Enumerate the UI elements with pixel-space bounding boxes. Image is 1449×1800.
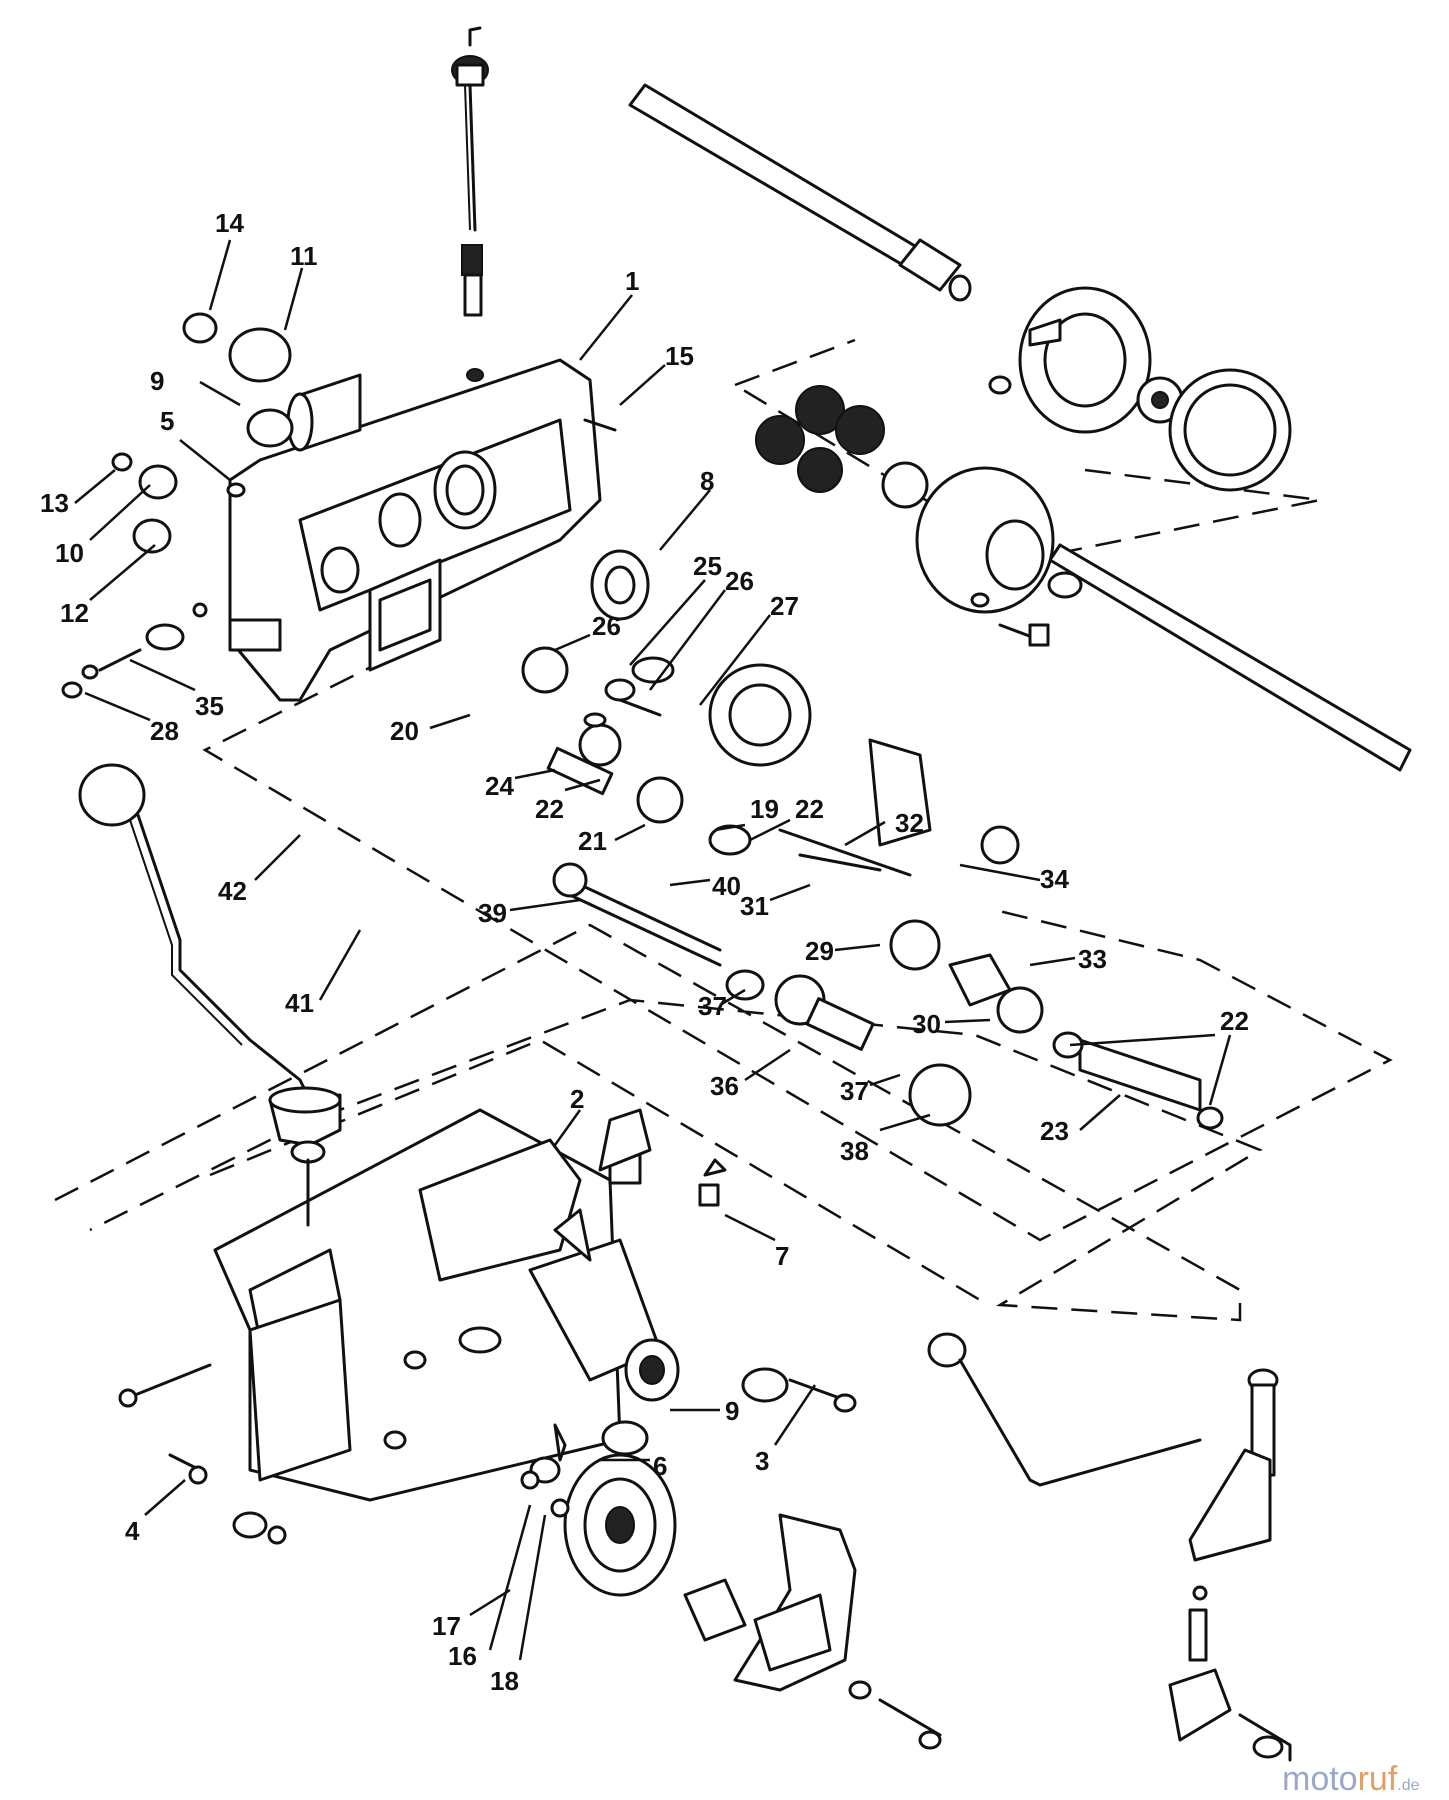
callout-36: 36 bbox=[710, 1071, 739, 1101]
callout-22-b: 22 bbox=[795, 794, 824, 824]
callout-6: 6 bbox=[653, 1451, 667, 1481]
callout-32: 32 bbox=[895, 808, 924, 838]
differential-assembly bbox=[755, 286, 1292, 647]
callout-5: 5 bbox=[160, 406, 174, 436]
callout-10: 10 bbox=[55, 538, 84, 568]
callout-9-top: 9 bbox=[150, 366, 164, 396]
callout-14: 14 bbox=[215, 208, 244, 238]
callout-42: 42 bbox=[218, 876, 247, 906]
callout-2: 2 bbox=[570, 1084, 584, 1114]
callout-15: 15 bbox=[665, 341, 694, 371]
shift-lever-left bbox=[78, 763, 342, 1227]
callout-9-bottom: 9 bbox=[725, 1396, 739, 1426]
callout-21: 21 bbox=[578, 826, 607, 856]
callout-25: 25 bbox=[693, 551, 722, 581]
callout-39: 39 bbox=[478, 898, 507, 928]
callout-23: 23 bbox=[1040, 1116, 1069, 1146]
callout-31: 31 bbox=[740, 891, 769, 921]
callout-1: 1 bbox=[625, 266, 639, 296]
callout-38: 38 bbox=[840, 1136, 869, 1166]
callout-34: 34 bbox=[1040, 864, 1069, 894]
watermark-part-b: ruf bbox=[1358, 1760, 1398, 1798]
callout-19: 19 bbox=[750, 794, 779, 824]
callout-17: 17 bbox=[432, 1611, 461, 1641]
transmission-case-lower bbox=[213, 1108, 680, 1502]
callout-40: 40 bbox=[712, 871, 741, 901]
callout-leaders bbox=[74, 239, 1232, 1661]
callout-33: 33 bbox=[1078, 944, 1107, 974]
callout-16: 16 bbox=[448, 1641, 477, 1671]
callout-41: 41 bbox=[285, 988, 314, 1018]
callout-22-a: 22 bbox=[535, 794, 564, 824]
callout-28: 28 bbox=[150, 716, 179, 746]
callout-26-b: 26 bbox=[725, 566, 754, 596]
callout-30: 30 bbox=[912, 1009, 941, 1039]
callout-7: 7 bbox=[775, 1241, 789, 1271]
callout-labels: 1 2 3 4 5 6 7 8 9 9 10 11 12 13 14 15 16… bbox=[40, 208, 1249, 1696]
dipstick-assembly bbox=[451, 26, 489, 317]
callout-24: 24 bbox=[485, 771, 514, 801]
callout-20: 20 bbox=[390, 716, 419, 746]
callout-22-c: 22 bbox=[1220, 1006, 1249, 1036]
callout-37-b: 37 bbox=[840, 1076, 869, 1106]
callout-35: 35 bbox=[195, 691, 224, 721]
callout-26-a: 26 bbox=[592, 611, 621, 641]
svg-text:motoruf.de: motoruf.de bbox=[1282, 1760, 1420, 1798]
watermark-part-a: moto bbox=[1282, 1760, 1358, 1798]
left-small-parts bbox=[61, 312, 650, 699]
shift-lever-right bbox=[927, 1332, 1292, 1762]
axle-shaft bbox=[628, 83, 1412, 772]
callout-27: 27 bbox=[770, 591, 799, 621]
callout-29: 29 bbox=[805, 936, 834, 966]
transmission-case-upper bbox=[228, 358, 602, 702]
callout-18: 18 bbox=[490, 1666, 519, 1696]
callout-37-a: 37 bbox=[698, 991, 727, 1021]
callout-13: 13 bbox=[40, 488, 69, 518]
callout-11: 11 bbox=[290, 241, 318, 271]
callout-12: 12 bbox=[60, 598, 89, 628]
watermark-logo: motoruf.de bbox=[1282, 1760, 1420, 1798]
gear-train bbox=[521, 646, 1224, 1130]
lower-small-parts bbox=[118, 1158, 857, 1545]
brake-assembly bbox=[563, 1453, 942, 1750]
callout-8: 8 bbox=[700, 466, 714, 496]
callout-4: 4 bbox=[125, 1516, 140, 1546]
watermark-part-c: .de bbox=[1397, 1777, 1419, 1794]
callout-3: 3 bbox=[755, 1446, 769, 1476]
